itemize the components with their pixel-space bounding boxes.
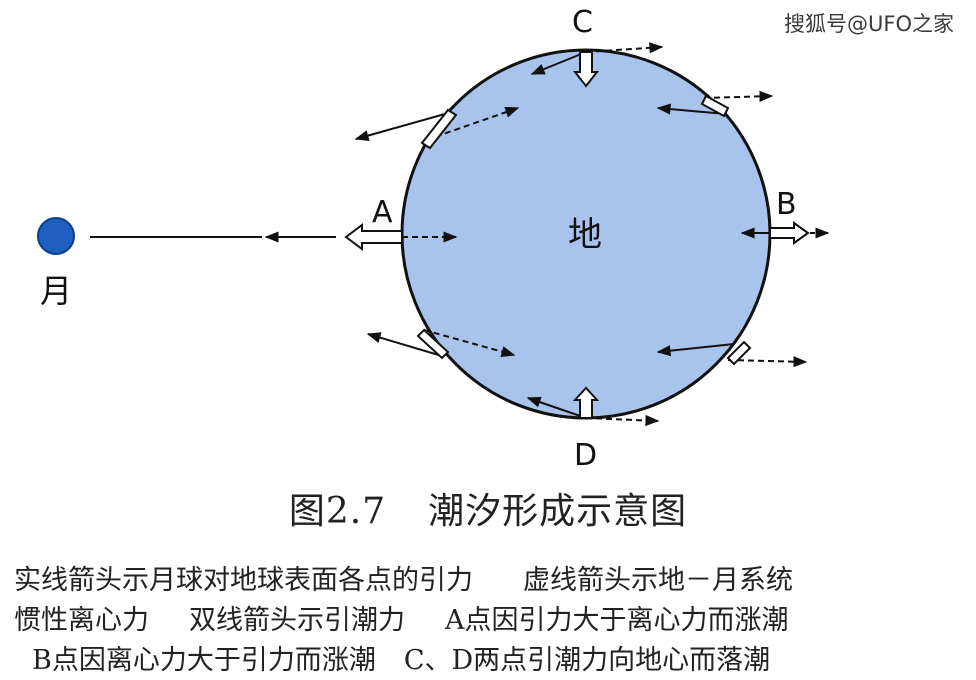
legend-text: 实线箭头示月球对地球表面各点的引力 [14, 565, 473, 596]
point-d-label: D [574, 438, 597, 473]
figure-number: 图2.7 [288, 491, 387, 532]
legend-text: 双线箭头示引潮力 [189, 605, 405, 636]
earth-label: 地 [568, 215, 602, 255]
legend-text: 惯性离心力 [14, 605, 149, 636]
point-a-arrows [264, 223, 458, 251]
upper-right-arrows [656, 90, 774, 118]
moon-label: 月 [40, 272, 72, 310]
moon [37, 217, 75, 255]
point-a-label: A [372, 195, 393, 230]
watermark: 搜狐号@UFO之家 [784, 12, 954, 36]
legend-text: A点因引力大于离心力而涨潮 [445, 605, 789, 636]
legend-text: C、D两点引潮力向地心而落潮 [403, 645, 771, 676]
lower-left-arrows [366, 328, 516, 360]
point-c-label: C [572, 5, 593, 40]
upper-left-arrows [354, 106, 520, 150]
point-d-arrows [526, 386, 660, 427]
lower-right-arrows [656, 340, 808, 368]
point-b-arrows [740, 221, 830, 245]
figure-title: 潮汐形成示意图 [428, 491, 688, 532]
legend-text: 虚线箭头示地－月系统 [523, 565, 793, 596]
legend-text: B点因离心力大于引力而涨潮 [32, 645, 376, 676]
figure-caption: 图2.7 潮汐形成示意图 [0, 482, 976, 534]
point-c-arrows [530, 42, 664, 88]
diagram-canvas: 月 地 A B C D [37, 5, 830, 473]
legend-line-2: 惯性离心力 双线箭头示引潮力 A点因引力大于离心力而涨潮 [14, 598, 789, 637]
legend-line-1: 实线箭头示月球对地球表面各点的引力 虚线箭头示地－月系统 [14, 558, 793, 597]
legend-line-3: B点因离心力大于引力而涨潮 C、D两点引潮力向地心而落潮 [14, 638, 770, 677]
point-b-label: B [776, 187, 797, 222]
